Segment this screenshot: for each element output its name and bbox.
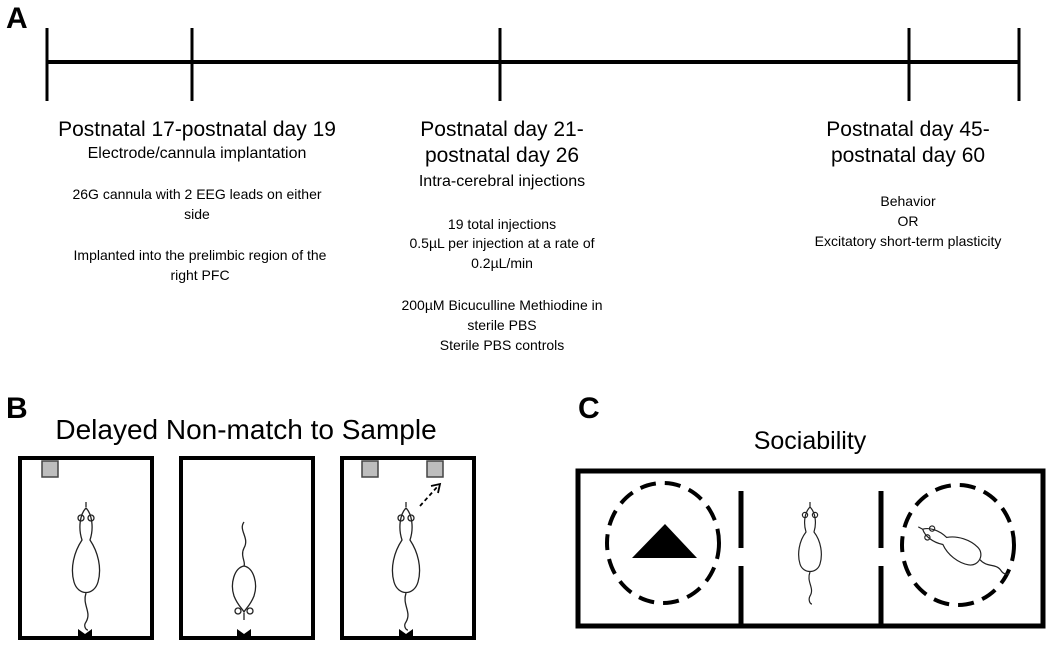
object-triangle-icon [632, 524, 697, 558]
stranger-mouse-icon [917, 525, 1010, 575]
col2-heading-a: Postnatal day 21- [420, 118, 584, 141]
col2-detail-1a: 19 total injections [447, 216, 557, 232]
cage-left [605, 481, 721, 605]
col2-detail-1c: 0.2µL/min [471, 255, 533, 271]
mouse-icon [71, 502, 101, 631]
panel-label-c: C [578, 392, 600, 425]
start-box-icon [237, 629, 251, 640]
col3-detail-3: Excitatory short-term plasticity [814, 233, 1002, 249]
col2-detail-2a: 200µM Bicuculline Methiodine in [401, 297, 603, 313]
sociability-title: Sociability [753, 427, 867, 455]
panel-label-a: A [6, 2, 28, 35]
col2-subheading: Intra-cerebral injections [418, 173, 586, 190]
panel-label-b: B [6, 392, 28, 425]
col1-subheading: Electrode/cannula implantation [87, 145, 307, 162]
cup-icon [361, 460, 379, 478]
col1-detail-2b: right PFC [170, 267, 230, 283]
start-box-icon [78, 629, 92, 640]
dnms-arena-choice [340, 456, 476, 640]
mouse-icon [231, 521, 257, 620]
cup-icon [41, 460, 59, 478]
col3-heading-b: postnatal day 60 [830, 144, 986, 167]
mouse-icon [798, 502, 822, 605]
sociability-arena [575, 468, 1046, 629]
col1-detail-1b: side [184, 206, 210, 222]
cup-icon [426, 460, 444, 478]
timeline [45, 28, 1021, 101]
col3-detail-1: Behavior [880, 193, 936, 209]
dnms-arena-delay [179, 456, 315, 640]
col1-detail-2a: Implanted into the prelimbic region of t… [73, 247, 327, 263]
col2-detail-2b: sterile PBS [467, 317, 537, 333]
col3-heading-a: Postnatal day 45- [826, 118, 990, 141]
col1-heading: Postnatal 17-postnatal day 19 [58, 118, 336, 141]
col3-detail-2: OR [897, 213, 919, 229]
col2-detail-1b: 0.5µL per injection at a rate of [409, 235, 595, 251]
arrow-icon [419, 482, 442, 507]
col2-heading-b: postnatal day 26 [424, 144, 580, 167]
dnms-title: Delayed Non-match to Sample [55, 414, 437, 445]
start-box-icon [399, 629, 413, 640]
col2-detail-2c: Sterile PBS controls [439, 337, 565, 353]
col1-detail-1a: 26G cannula with 2 EEG leads on either [72, 186, 322, 202]
mouse-icon [391, 502, 421, 631]
cage-right [900, 483, 1016, 607]
dnms-arena-sample [18, 456, 154, 640]
